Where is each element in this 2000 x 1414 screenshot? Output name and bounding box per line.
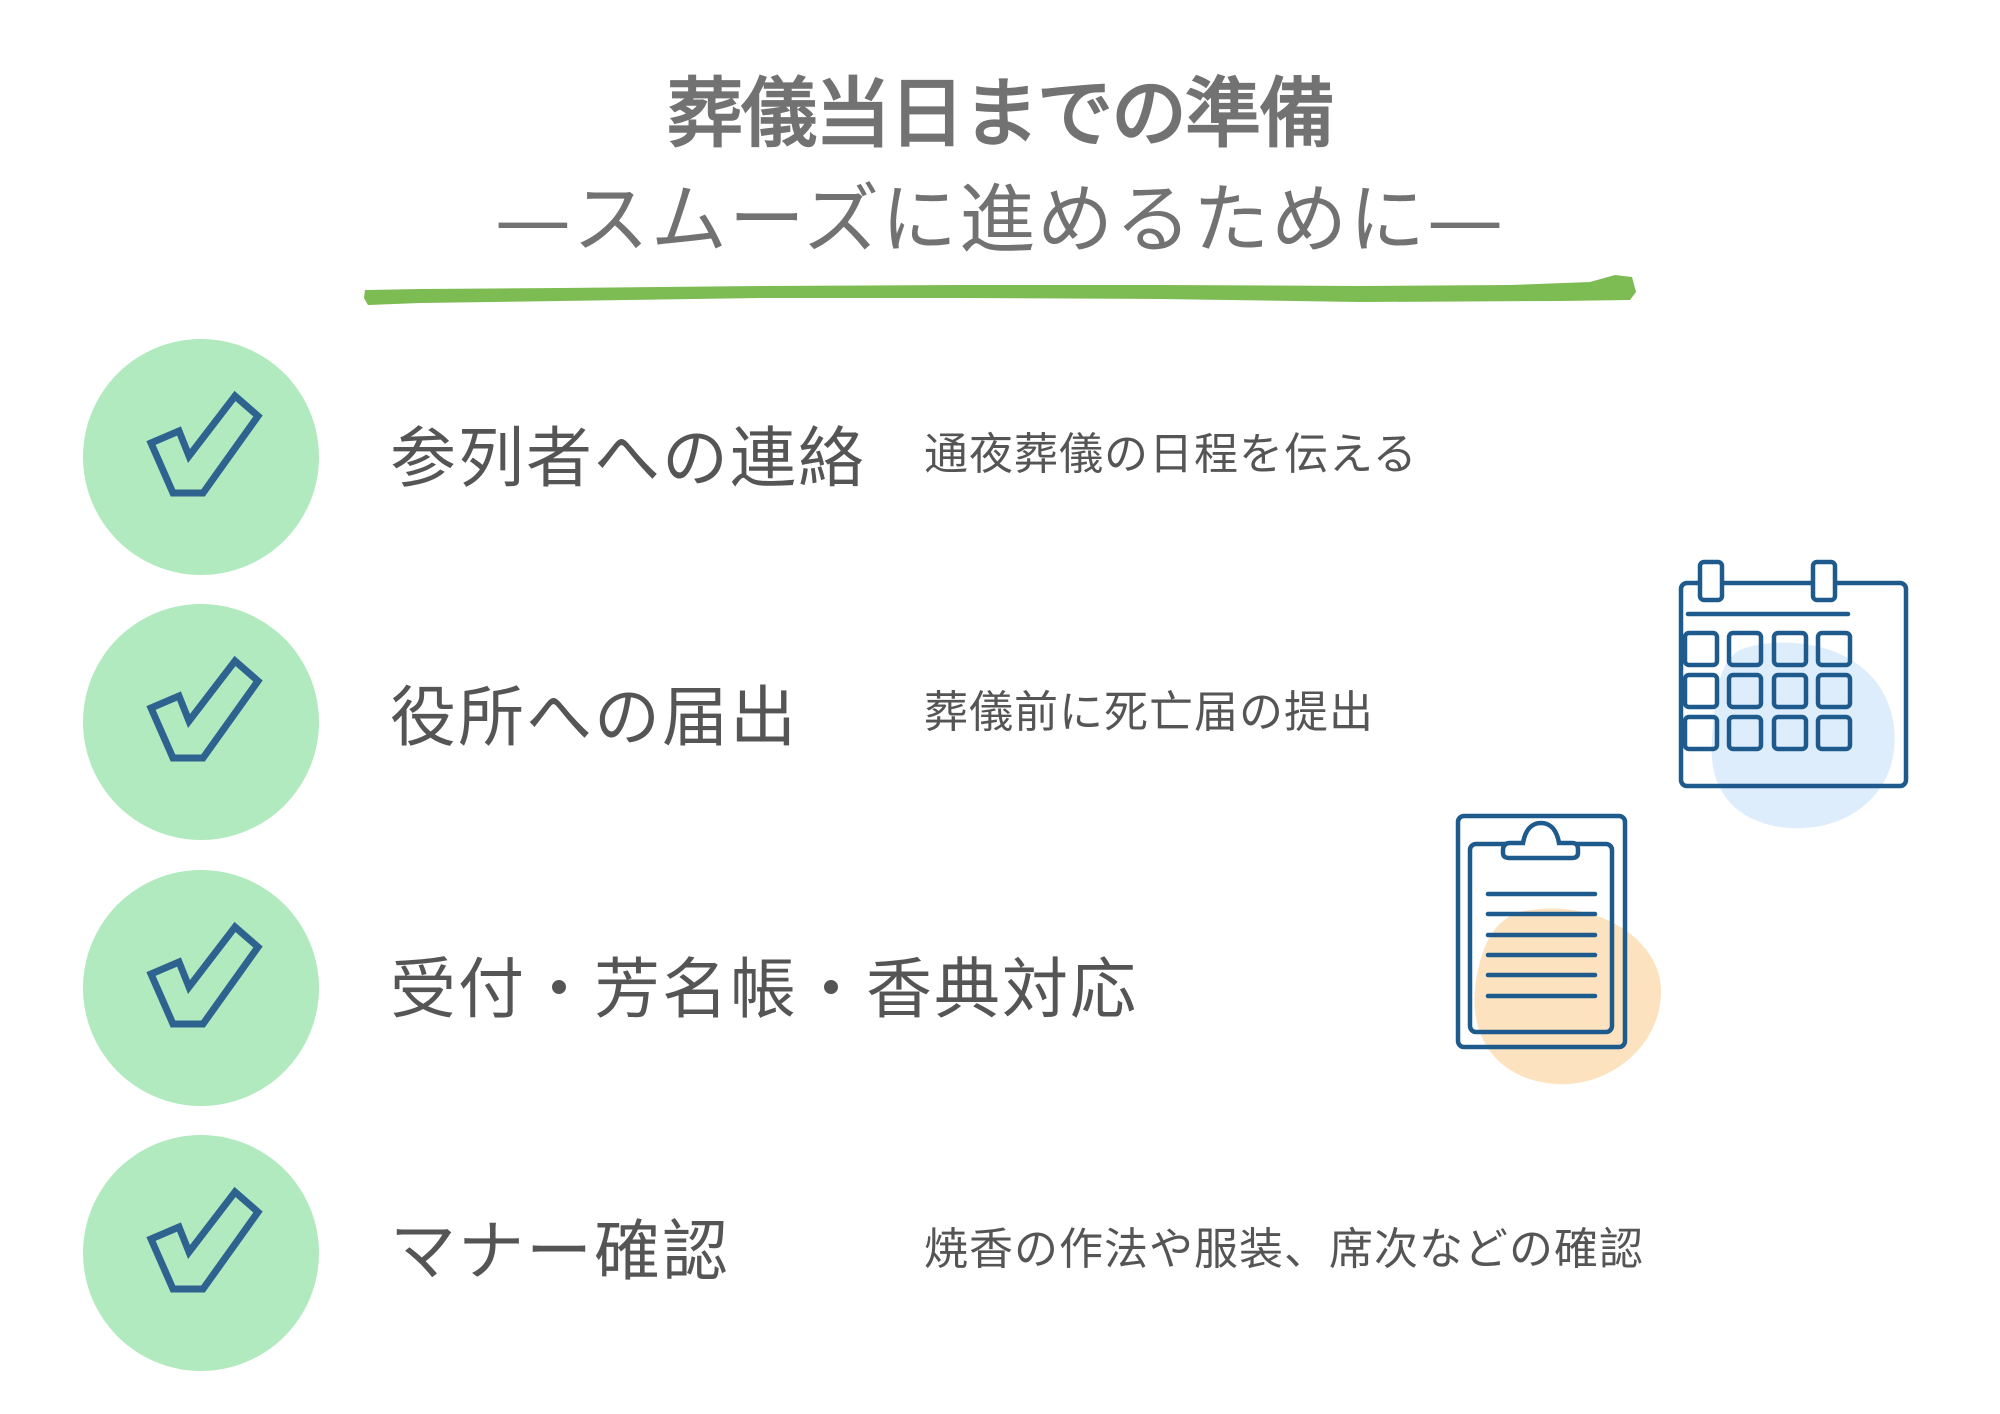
item-description: 葬儀前に死亡届の提出 [924, 687, 1374, 738]
brush-underline [364, 275, 1636, 305]
check-circle [83, 1135, 319, 1371]
item-description: 焼香の作法や服装、席次などの確認 [924, 1224, 1644, 1275]
page-title: 葬儀当日までの準備 [667, 69, 1335, 158]
item-heading: マナー確認 [390, 1213, 730, 1290]
checkmark-icon [146, 390, 263, 497]
check-circle [83, 604, 319, 840]
item-heading: 受付・芳名帳・香典対応 [390, 951, 1138, 1028]
calendar-icon [1678, 559, 1909, 829]
checkmark-icon [146, 655, 263, 762]
check-circle [83, 339, 319, 575]
item-heading: 参列者への連絡 [390, 420, 866, 497]
item-description: 通夜葬儀の日程を伝える [924, 429, 1418, 480]
checkmark-icon [146, 921, 263, 1028]
clipboard-icon [1455, 813, 1662, 1085]
item-heading: 役所への届出 [390, 679, 798, 756]
check-circle [83, 870, 319, 1106]
checkmark-icon [146, 1186, 263, 1293]
page-subtitle: —スムーズに進めるために— [494, 175, 1506, 264]
